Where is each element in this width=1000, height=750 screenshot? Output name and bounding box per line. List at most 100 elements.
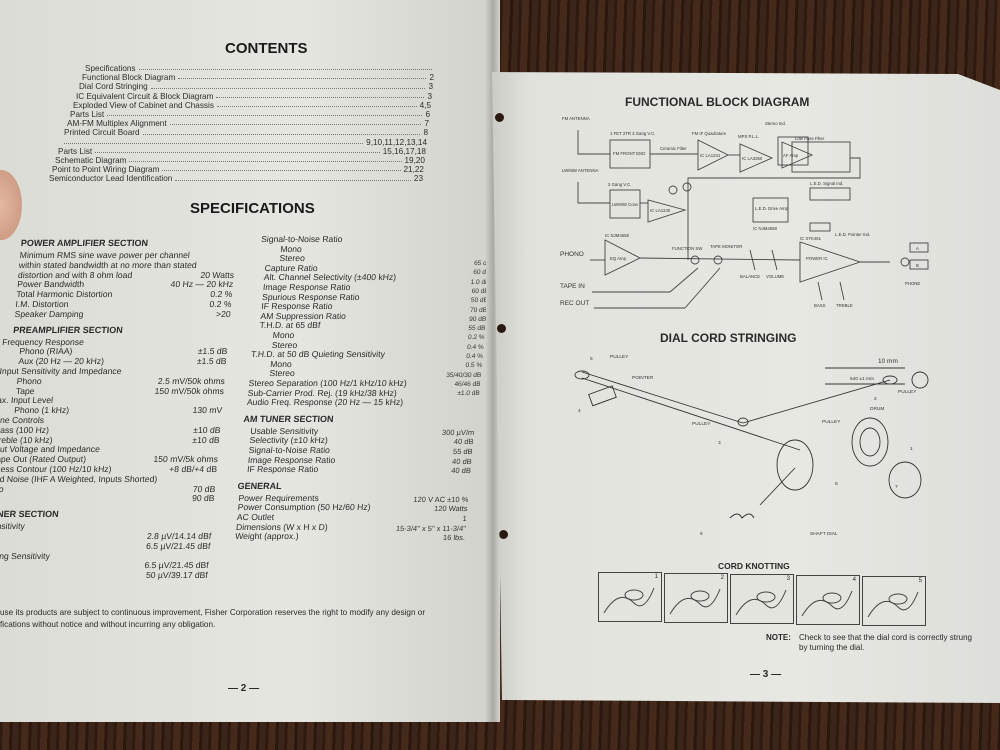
- spec-label: Total Harmonic Distortion: [15, 289, 113, 300]
- toc-entry-label: Schematic Diagram: [55, 156, 127, 165]
- cord-knotting-title: CORD KNOTTING: [718, 561, 790, 571]
- toc-entry-page: 21,22: [403, 165, 425, 175]
- label-cord-length: 640 ±1 mm: [850, 376, 874, 382]
- spec-value: ±10 dB: [192, 434, 221, 445]
- spec-label: Tape: [15, 385, 36, 396]
- spec-label: Sub-Carrier Prod. Rej. (19 kHz/38 kHz): [247, 387, 398, 398]
- spec-value: 120 Watts: [433, 504, 468, 514]
- spec-label: Power Bandwidth: [16, 279, 85, 290]
- contents-title: CONTENTS: [225, 40, 308, 57]
- toc-dot-leader: [150, 82, 426, 89]
- label-fet: 1 FET 2TR 3 Gang V.C.: [610, 131, 655, 136]
- binder-hole: [499, 530, 508, 539]
- toc-entry-label: Point to Point Wiring Diagram: [52, 165, 160, 175]
- label-led-drive: L.E.D. Drive Amp: [755, 206, 789, 211]
- label-fm-front-end: FM FRONT END: [613, 151, 645, 156]
- label-function-sw: FUNCTION SW: [672, 246, 703, 251]
- spec-label: Signal-to-Noise Ratio: [260, 234, 343, 244]
- label-eq-amp: EQ Amp: [610, 256, 627, 261]
- toc-entry-label: Exploded View of Cabinet and Chassis: [73, 100, 214, 110]
- spec-value: 16 lbs.: [442, 533, 466, 543]
- spec-label: Image Response Ratio: [262, 282, 351, 292]
- toc-entry-page: 6: [425, 110, 430, 119]
- spec-label: Sensitivity: [0, 521, 26, 532]
- label-2-gang-vc: 2 Gang V.C.: [608, 182, 631, 187]
- toc-dot-leader: [162, 165, 401, 172]
- spec-label: NER SECTION: [0, 509, 60, 520]
- toc-entry-page: 9,10,11,12,13,14: [366, 137, 427, 147]
- knot-step-panel: 2: [664, 573, 728, 623]
- toc-dot-leader: [175, 174, 411, 181]
- toc-entry-page: 3: [427, 91, 432, 101]
- spec-value: >20: [215, 308, 232, 319]
- spec-value: 50 µV/39.17 dBf: [145, 570, 209, 581]
- toc-dot-leader: [64, 138, 364, 144]
- spec-value: 15-3/4" x 5" x 11-3/4": [395, 523, 467, 533]
- spec-label: Audio Freq. Response (20 Hz — 15 kHz): [246, 397, 404, 408]
- spec-label: Power Requirements: [238, 492, 320, 503]
- spec-label: Power Consumption (50 Hz/60 Hz): [237, 502, 371, 513]
- label-lw-conv: LW/MW Conv: [612, 202, 639, 207]
- spec-label: Mono: [269, 358, 293, 369]
- thumb: [0, 170, 22, 240]
- spec-value: 1: [462, 514, 468, 523]
- label-ic-njm4558: IC NJM4558: [753, 226, 777, 231]
- note-text-2: by turning the dial.: [799, 643, 865, 652]
- knot-step-panel: 3: [730, 574, 794, 624]
- spec-value: 55 dB: [452, 447, 474, 456]
- label-led-pointer: L.E.D. Pointer Ind.: [835, 232, 870, 237]
- spec-label: ax. Input Level: [0, 395, 54, 406]
- spec-value: 40 dB: [453, 437, 474, 447]
- spec-value: 40 dB: [450, 466, 472, 476]
- label-pointer: POINTER: [632, 375, 654, 381]
- spec-value: 6.5 µV/21.45 dBf: [145, 540, 211, 551]
- spec-label: Dimensions (W x H x D): [235, 521, 329, 532]
- spec-value: +8 dB/+4 dB: [168, 464, 218, 474]
- spec-label: tput Voltage and Impedance: [0, 444, 101, 455]
- spec-label: Mono: [279, 243, 303, 254]
- label-ic-eq: IC NJM4558: [605, 233, 629, 238]
- spec-label: Aux (20 Hz — 20 kHz): [18, 356, 105, 367]
- knot-step-number: 1: [654, 574, 658, 580]
- fm-spec-value: 0.4 %: [466, 343, 485, 351]
- label-balance: BALANCE: [740, 274, 760, 279]
- spec-label: IF Response Ratio: [246, 464, 319, 475]
- spec-value: 40 Hz — 20 kHz: [170, 279, 234, 290]
- toc-dot-leader: [95, 147, 380, 154]
- label-pulley-right: PULLEY: [898, 389, 917, 395]
- spec-label: PREAMPLIFIER SECTION: [12, 324, 124, 335]
- spec-label: Treble (10 kHz): [0, 434, 54, 445]
- toc-entry-label: Semiconductor Lead Identification: [49, 174, 173, 184]
- label-tape-monitor: TAPE MONITOR: [710, 244, 742, 249]
- spec-label: AM TUNER SECTION: [243, 413, 334, 424]
- spec-label: GENERAL: [237, 480, 283, 491]
- toc-entry-page: 4,5: [419, 100, 431, 110]
- fm-spec-value: 55 dB: [468, 325, 486, 333]
- label-tape-in: TAPE IN: [560, 283, 585, 290]
- toc-entry-label: Specifications: [85, 64, 136, 73]
- spec-label: Mono: [272, 330, 295, 340]
- spec-label: ono: [0, 483, 5, 494]
- toc-dot-leader: [178, 73, 427, 80]
- footer-notice-2: fications without notice and without inc…: [0, 620, 216, 629]
- spec-label: Selectivity (±10 kHz): [249, 435, 329, 446]
- fm-spec-value: ±1.0 dB: [456, 390, 480, 398]
- knot-step-panel: 4: [796, 575, 860, 625]
- label-stereo-ind: Stereo Ind.: [765, 121, 786, 126]
- toc-entry: Exploded View of Cabinet and Chassis 4,5: [73, 101, 431, 110]
- spec-label: Usable Sensitivity: [249, 425, 319, 436]
- knot-step-number: 5: [918, 578, 922, 584]
- spec-value: ±10 dB: [192, 424, 221, 435]
- spec-label: Stereo: [271, 339, 298, 350]
- spec-label: uieting Sensitivity: [0, 550, 51, 561]
- fm-spec-value: 0.5 %: [465, 362, 483, 370]
- specifications-title: SPECIFICATIONS: [190, 200, 315, 217]
- spec-label: Frequency Response: [1, 336, 85, 347]
- block-diagram-title: FUNCTIONAL BLOCK DIAGRAM: [625, 95, 810, 109]
